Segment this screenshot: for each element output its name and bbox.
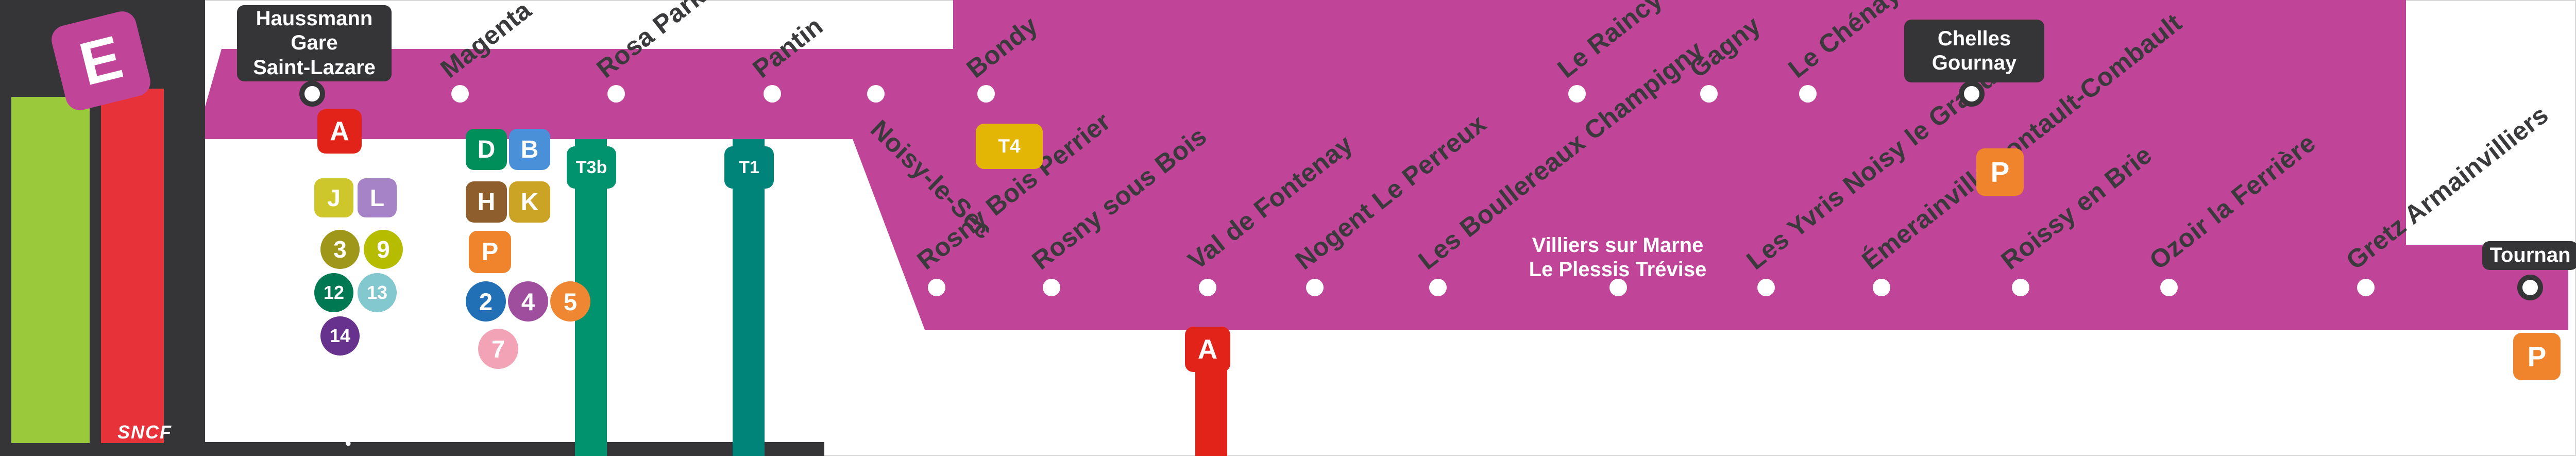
connection-badge-magenta-H: H xyxy=(466,181,507,223)
connection-badge-haussmann-3: 3 xyxy=(320,230,360,269)
station-label-line: Le Plessis Trévise xyxy=(1529,258,1707,281)
cross-line-badge-t1: T1 xyxy=(724,146,774,189)
station-dot-noisy-le-sec xyxy=(867,85,885,103)
station-dot-roissy-en-brie xyxy=(2012,279,2029,296)
connection-badge-haussmann-L: L xyxy=(358,178,397,217)
sidebar-stripe-red xyxy=(101,89,164,443)
station-dot-bondy xyxy=(977,85,995,103)
station-dot-gagny xyxy=(1700,85,1718,103)
station-dot-haussmann xyxy=(299,81,325,107)
sidebar-stripe-lime xyxy=(11,97,90,443)
station-dot-les-yvris xyxy=(1757,279,1775,296)
connection-badge-magenta-B: B xyxy=(509,129,550,170)
station-dot-val-de-fontenay xyxy=(1199,279,1216,296)
station-dot-gretz xyxy=(2357,279,2375,296)
station-label-line: Gare xyxy=(291,31,338,55)
station-dot-nogent-le-perreux xyxy=(1306,279,1324,296)
station-label-line: Haussmann xyxy=(256,7,373,30)
station-dot-pantin xyxy=(764,85,781,103)
connection-badge-haussmann-12: 12 xyxy=(314,273,353,312)
sncf-logo: SNCF xyxy=(117,421,172,443)
connection-badge-chelles-P: P xyxy=(1976,148,2024,196)
connection-badge-haussmann-14: 14 xyxy=(320,316,360,356)
connection-badge-magenta-D: D xyxy=(466,129,507,170)
cross-line-badge-t3b: T3b xyxy=(567,146,616,189)
connection-badge-magenta-5: 5 xyxy=(550,281,590,322)
connection-badge-magenta-4: 4 xyxy=(508,281,548,322)
pedestrian-icon xyxy=(324,394,356,446)
connection-badge-tournan-P: P xyxy=(2513,333,2561,380)
station-label-tournan: Tournan xyxy=(2482,241,2576,270)
station-label-line: Chelles xyxy=(1937,27,2011,50)
station-label-line: Tournan xyxy=(2489,244,2571,267)
station-dot-tournan xyxy=(2517,275,2543,300)
station-dot-rosa-parks xyxy=(607,85,625,103)
station-label-line: Gournay xyxy=(1931,52,2017,74)
connection-badge-haussmann-A: A xyxy=(317,109,362,154)
station-dot-rosny-sous-bois xyxy=(1043,279,1060,296)
station-dot-chelles xyxy=(1959,81,1985,107)
station-dot-villiers xyxy=(1609,279,1627,296)
connection-badge-haussmann-J: J xyxy=(314,178,353,217)
connection-badge-val-de-fontenay-A: A xyxy=(1185,327,1230,372)
station-dot-le-chenay-gagny xyxy=(1799,85,1817,103)
connection-badge-haussmann-13: 13 xyxy=(358,273,397,312)
station-dot-les-boullereaux xyxy=(1429,279,1447,296)
connection-badge-haussmann-9: 9 xyxy=(364,230,403,269)
station-label-line: Villiers sur Marne xyxy=(1532,233,1704,257)
station-dot-rosny-bois-perrier xyxy=(928,279,945,296)
station-dot-le-raincy xyxy=(1568,85,1586,103)
station-dot-ozoir xyxy=(2160,279,2178,296)
connection-badge-magenta-P: P xyxy=(469,231,511,273)
station-dot-emerainville xyxy=(1873,279,1890,296)
connection-badge-magenta-2: 2 xyxy=(466,281,506,322)
connection-badge-magenta-7: 7 xyxy=(478,329,518,369)
station-label-line: Saint-Lazare xyxy=(253,56,376,79)
cross-line-bar-t1 xyxy=(733,137,765,456)
connection-badge-magenta-K: K xyxy=(509,181,550,223)
cross-line-badge-t4: T4 xyxy=(976,124,1043,169)
line-e-letter: E xyxy=(73,23,129,99)
station-dot-magenta xyxy=(451,85,469,103)
